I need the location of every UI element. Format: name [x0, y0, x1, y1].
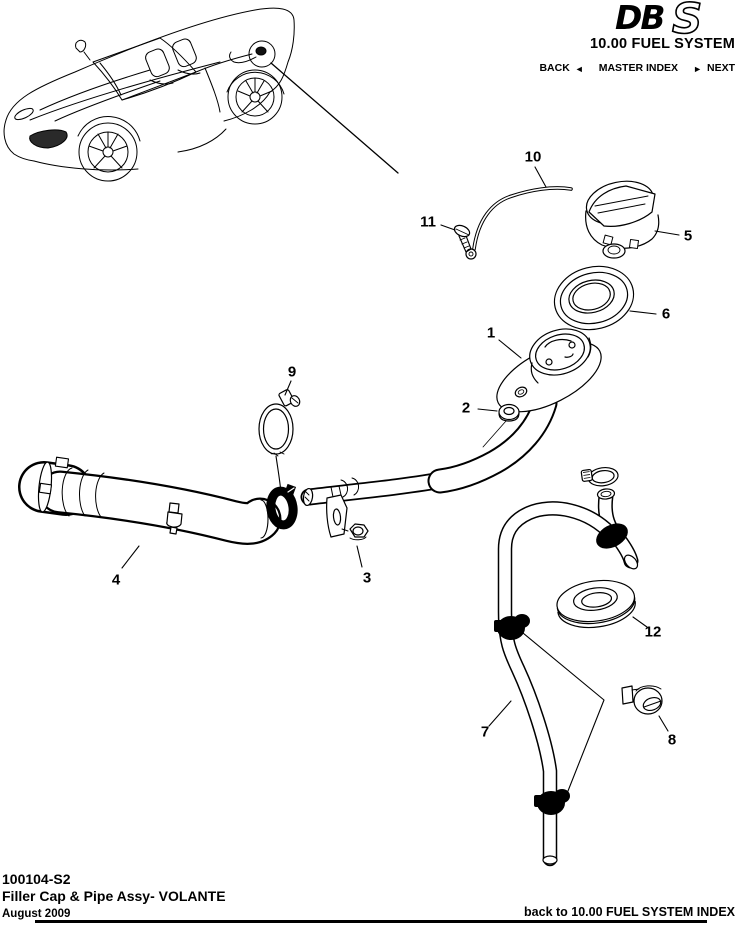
part-grommet [556, 579, 636, 629]
part-nut [482, 403, 520, 448]
document-title: Filler Cap & Pipe Assy- VOLANTE [2, 888, 226, 904]
part-fuel-cap [585, 180, 660, 259]
car-illustration [3, 7, 295, 182]
part-seal-ring [553, 265, 635, 331]
document-number: 100104-S2 [2, 871, 71, 887]
part-filler-pipe [300, 390, 558, 507]
part-tether-cable [465, 186, 573, 260]
part-joint-clamp [266, 483, 298, 530]
part-bracket-bolt [326, 485, 369, 541]
part-vent-clamp [580, 466, 619, 487]
dbs-logo: DB S [615, 0, 737, 44]
document-date: August 2009 [2, 908, 71, 920]
part-breather-hose [497, 501, 620, 867]
nav-back-button[interactable]: BACK ◄ [539, 62, 583, 74]
part-installed-clips [494, 523, 628, 815]
back-to-index-link[interactable]: back to 10.00 FUEL SYSTEM INDEX [524, 905, 735, 919]
part-screw [453, 224, 472, 253]
part-hose-clamp [258, 389, 301, 457]
footer-rule [35, 920, 707, 923]
nav-next-label: NEXT [706, 62, 735, 74]
part-filler-hose [18, 456, 282, 545]
nav-next-button[interactable]: ► NEXT [693, 62, 735, 74]
header-nav: BACK ◄ MASTER INDEX ► NEXT [539, 62, 735, 74]
leader-lines [121, 166, 680, 797]
part-clip [621, 685, 663, 715]
next-arrow-icon: ► [693, 63, 702, 74]
logo-db-text: DB [615, 0, 664, 37]
nav-master-index-button[interactable]: MASTER INDEX [598, 62, 679, 74]
part-filler-neck [496, 328, 602, 413]
page-title: 10.00 FUEL SYSTEM [590, 36, 735, 52]
car-leader-line [270, 62, 399, 174]
logo-s-text: S [672, 0, 702, 38]
nav-back-label: BACK [539, 62, 570, 74]
back-arrow-icon: ◄ [574, 63, 584, 74]
